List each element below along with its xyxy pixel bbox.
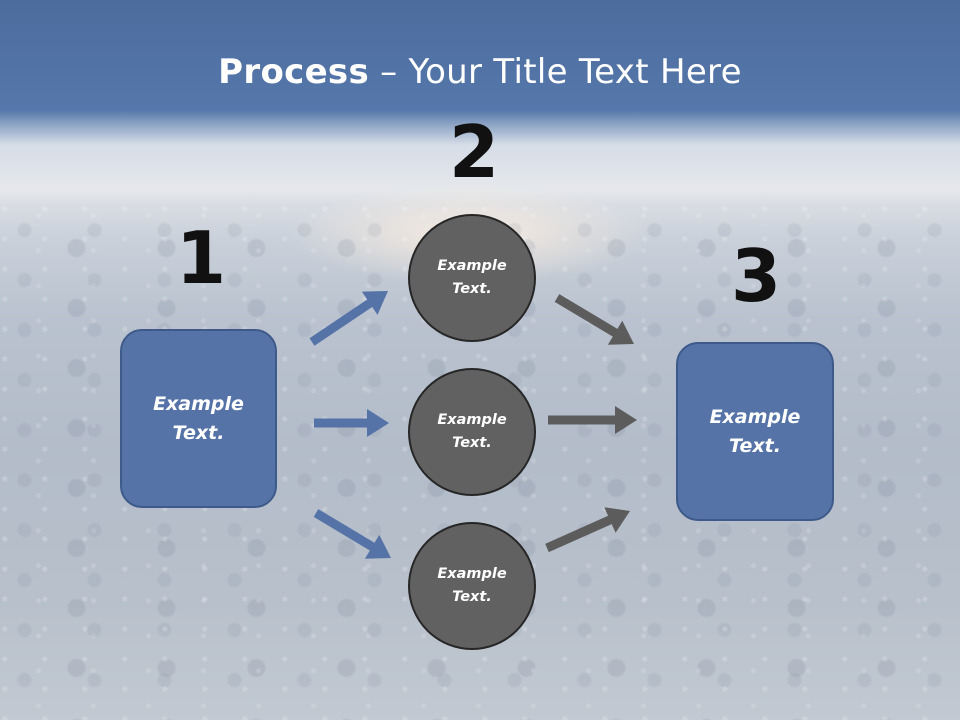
- output-box-label: Example Text.: [709, 405, 801, 457]
- middle-circle-middle-label: Example Text.: [437, 412, 507, 451]
- arrow-to-bottom-circle-shape: [313, 509, 391, 559]
- arrow-to-bottom-circle: [313, 509, 391, 559]
- arrow-to-middle-circle: [314, 409, 389, 437]
- arrow-from-middle-circle-shape: [548, 406, 637, 434]
- step-number-3: 3: [731, 234, 782, 318]
- middle-circle-bottom-label: Example Text.: [437, 566, 507, 605]
- middle-circle-top-label: Example Text.: [437, 258, 507, 297]
- output-box[interactable]: Example Text.: [676, 342, 834, 521]
- title-bold: Process: [218, 52, 370, 92]
- input-box[interactable]: Example Text.: [120, 329, 277, 508]
- middle-circle-middle[interactable]: Example Text.: [408, 368, 536, 496]
- arrow-to-middle-circle-shape: [314, 409, 389, 437]
- step-number-2: 2: [449, 110, 500, 194]
- arrow-from-bottom-circle: [545, 507, 630, 553]
- middle-circle-top[interactable]: Example Text.: [408, 214, 536, 342]
- arrow-from-top-circle-shape: [554, 294, 634, 345]
- arrow-to-top-circle-shape: [309, 291, 388, 346]
- input-box-label: Example Text.: [153, 392, 244, 444]
- slide-title: Process – Your Title Text Here: [0, 52, 960, 92]
- step-number-1: 1: [176, 216, 227, 300]
- arrow-to-top-circle: [309, 291, 388, 346]
- arrow-from-middle-circle: [548, 406, 637, 434]
- title-rest: – Your Title Text Here: [369, 52, 742, 92]
- arrow-from-top-circle: [554, 294, 634, 345]
- arrow-from-bottom-circle-shape: [545, 507, 630, 553]
- middle-circle-bottom[interactable]: Example Text.: [408, 522, 536, 650]
